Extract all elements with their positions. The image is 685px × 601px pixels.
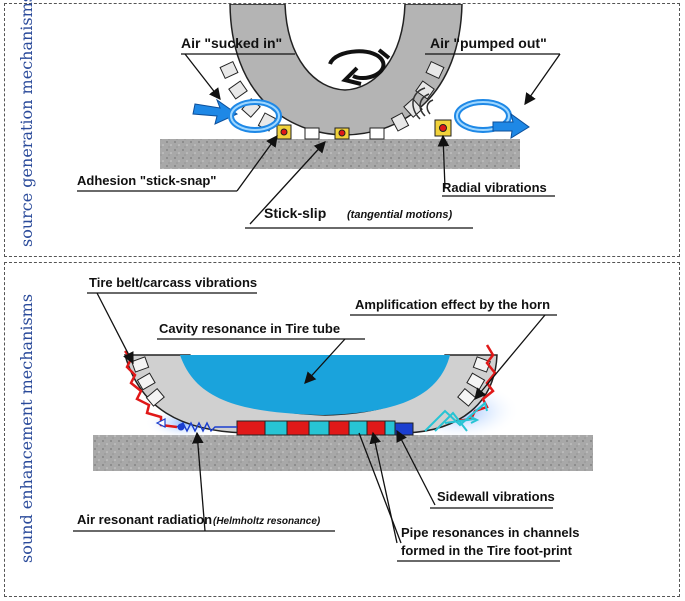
- label-air-sucked-in: Air "sucked in": [181, 35, 282, 51]
- rotation-arrow-icon: [328, 49, 386, 81]
- contact-patch-blocks: [276, 119, 452, 140]
- label-adhesion-stick-snap: Adhesion "stick-snap": [77, 173, 216, 188]
- air-flow-left-icon: [192, 98, 282, 133]
- source-generation-diagram: Air "sucked in" Air "pumped out" Adhesio…: [77, 4, 561, 229]
- label-cavity-resonance: Cavity resonance in Tire tube: [159, 321, 340, 336]
- label-pipe-resonances-line2: formed in the Tire foot-print: [401, 543, 573, 558]
- label-tangential-motions: (tangential motions): [347, 209, 452, 221]
- road-surface: [93, 435, 593, 471]
- tire-cavity: [180, 355, 450, 415]
- helmholtz-spring-icon: [176, 421, 237, 433]
- source-generation-panel: source generation mechanisms: [4, 0, 680, 257]
- belt-vibration-left-icon: [124, 350, 178, 429]
- sound-enhancement-panel: sound enhancement mechanisms: [4, 262, 680, 597]
- label-stick-slip: Stick-slip: [264, 205, 326, 221]
- footprint-channel-blocks: [236, 420, 414, 436]
- bottom-leader-lines: [73, 292, 560, 562]
- label-air-pumped-out: Air "pumped out": [430, 35, 547, 51]
- label-amplification-horn: Amplification effect by the horn: [355, 297, 550, 312]
- radial-vibration-waves-icon: [412, 87, 434, 120]
- label-sidewall-vibrations: Sidewall vibrations: [437, 489, 555, 504]
- label-belt-carcass-vibrations: Tire belt/carcass vibrations: [89, 275, 257, 290]
- tire-tread-blocks: [131, 356, 491, 407]
- label-helmholtz-resonance: (Helmholtz resonance): [213, 516, 321, 527]
- label-pipe-resonances-line1: Pipe resonances in channels: [401, 525, 579, 540]
- top-leader-lines: [77, 53, 561, 229]
- sound-enhancement-diagram: Tire belt/carcass vibrations Amplificati…: [73, 275, 593, 562]
- air-flow-right-icon: [454, 99, 530, 139]
- horn-amplification-arrows-icon: [424, 401, 488, 432]
- label-air-resonant-radiation: Air resonant radiation: [77, 512, 212, 527]
- tire-body: [229, 4, 463, 136]
- air-escape-arrow-icon: [155, 418, 166, 428]
- label-radial-vibrations: Radial vibrations: [442, 180, 547, 195]
- road-surface: [160, 139, 520, 169]
